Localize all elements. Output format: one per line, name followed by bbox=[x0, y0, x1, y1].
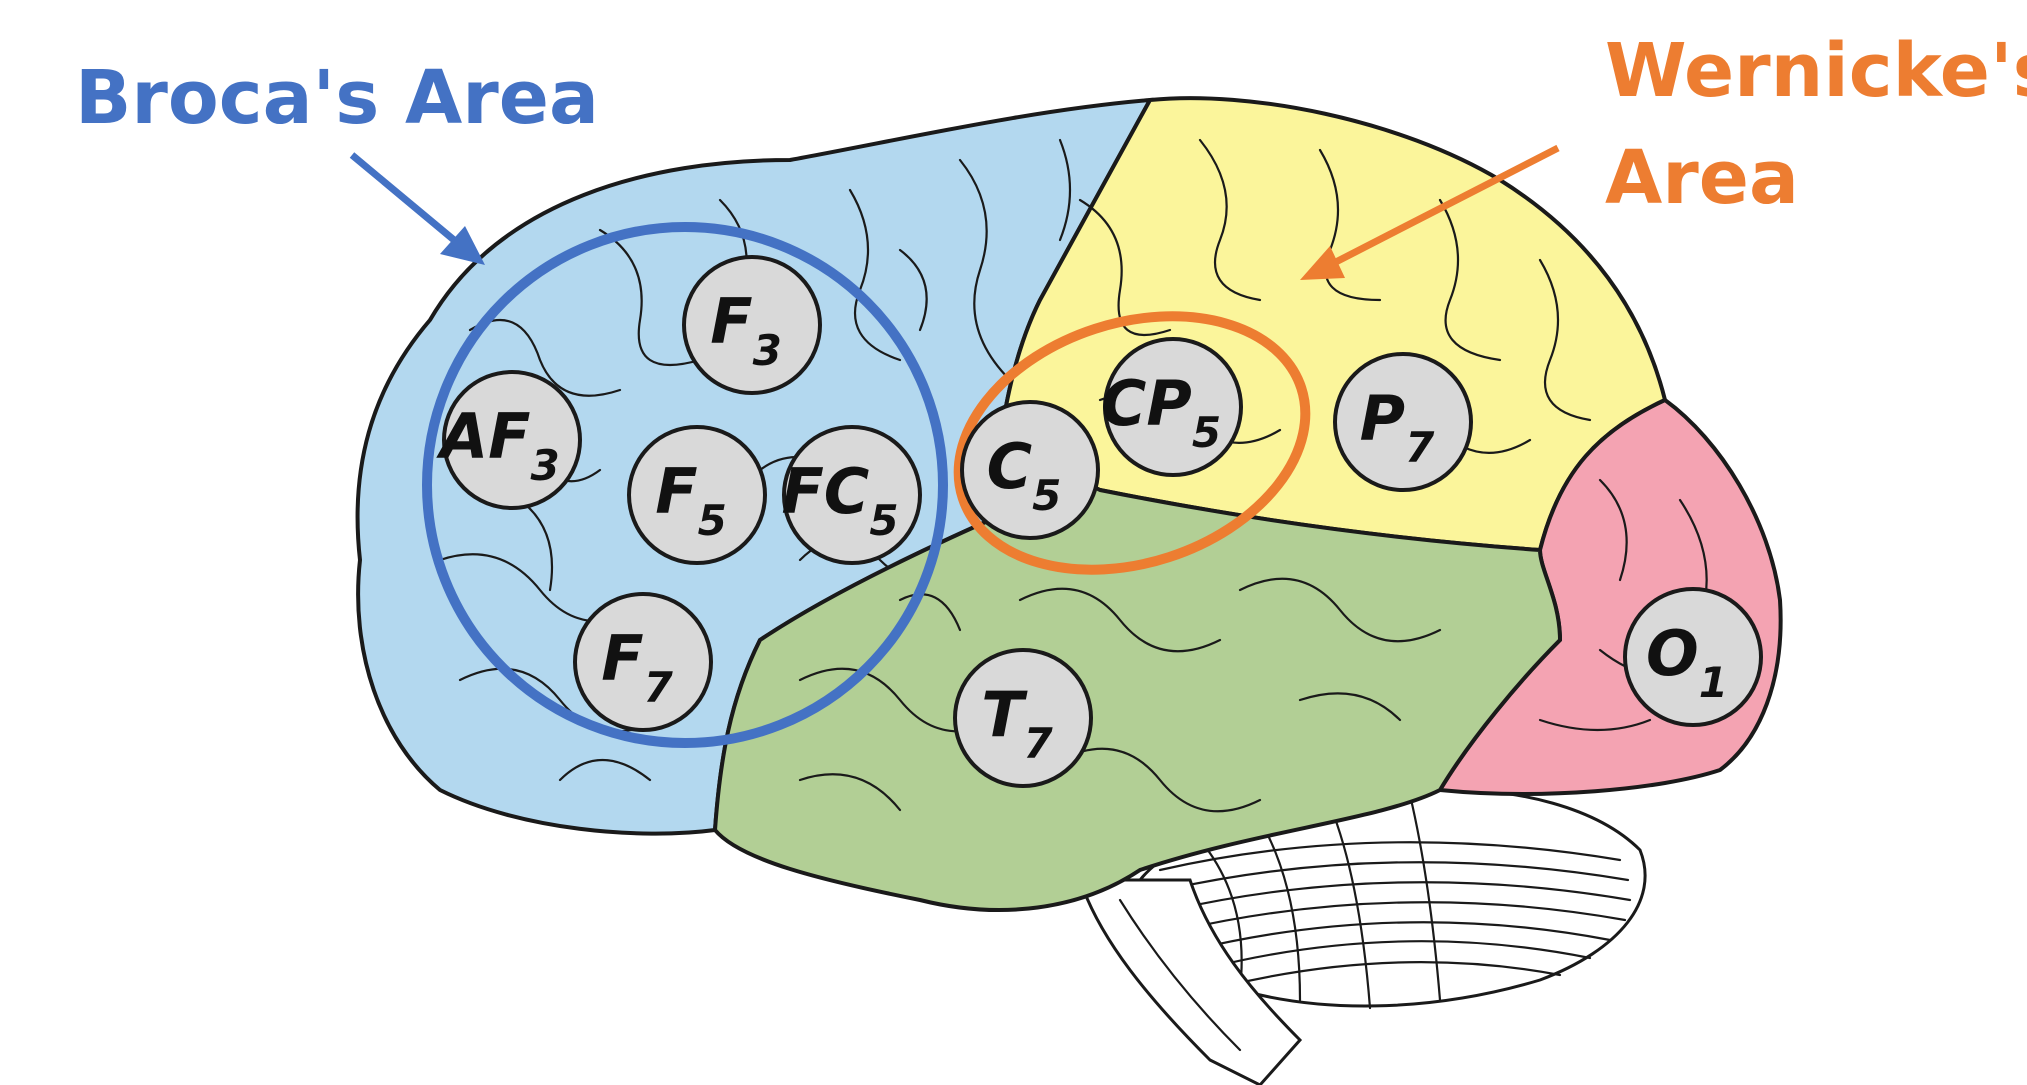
electrode-f5: F5 bbox=[629, 427, 765, 563]
wernicke-label-line2: Area bbox=[1605, 135, 1799, 221]
electrode-cp5: CP5 bbox=[1101, 339, 1241, 475]
electrode-f3: F3 bbox=[684, 257, 820, 393]
electrode-t7: T7 bbox=[955, 650, 1091, 786]
electrode-f7: F7 bbox=[575, 594, 711, 730]
electrode-fc5: FC5 bbox=[781, 427, 920, 563]
broca-label: Broca's Area bbox=[75, 55, 599, 141]
broca-arrow bbox=[352, 155, 485, 265]
wernicke-label-line1: Wernicke's bbox=[1605, 28, 2027, 114]
electrode-c5: C5 bbox=[962, 402, 1098, 538]
electrode-p7: P7 bbox=[1335, 354, 1471, 490]
electrode-o1: O1 bbox=[1625, 589, 1761, 725]
